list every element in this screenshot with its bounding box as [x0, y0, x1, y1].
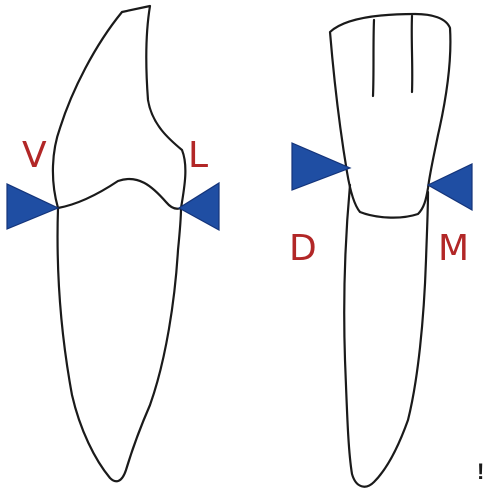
facial-root-outline — [344, 185, 428, 487]
label-v: V — [22, 135, 47, 176]
facial-view-tooth: D M — [289, 14, 472, 487]
proximal-crown-outline — [53, 6, 185, 208]
label-d: D — [289, 228, 317, 269]
marker-v — [7, 184, 58, 229]
facial-lobe-line-1 — [373, 20, 374, 96]
label-m: M — [438, 228, 469, 269]
proximal-view-tooth: V L — [7, 6, 219, 481]
facial-lobe-line-2 — [412, 16, 413, 92]
marker-l — [179, 183, 219, 230]
proximal-cej-line — [58, 179, 181, 209]
proximal-root-outline — [58, 208, 181, 481]
label-l: L — [188, 135, 208, 176]
marker-m — [428, 164, 472, 210]
stray-exclamation: ! — [477, 459, 483, 484]
marker-d — [292, 143, 350, 190]
